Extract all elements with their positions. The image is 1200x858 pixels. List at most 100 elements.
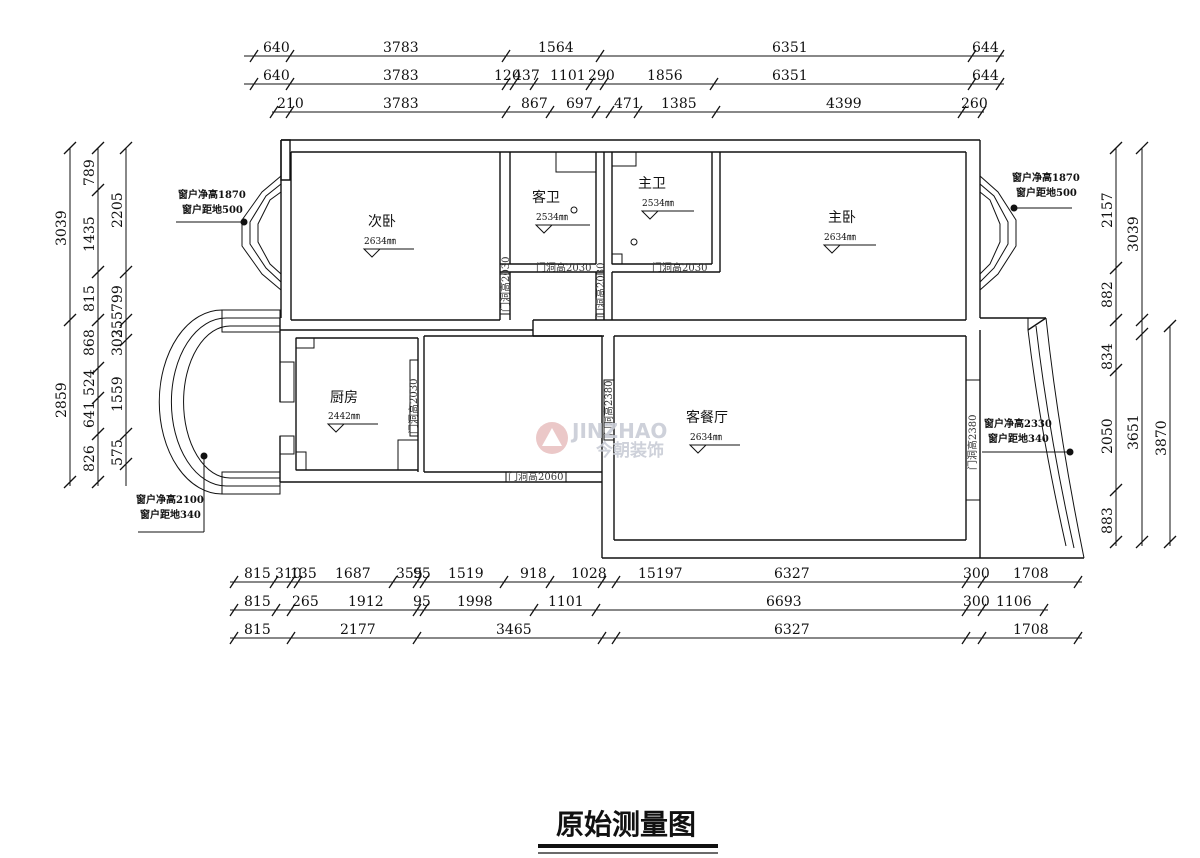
- window-note-1: 窗户净高1870 窗户距地500: [178, 188, 246, 216]
- room-kewei: 客卫 2534㎜: [532, 189, 590, 234]
- watermark-logo-icon: [536, 422, 568, 454]
- room-height: 2534㎜: [536, 213, 568, 223]
- dim-bot3-3: 6327: [774, 622, 810, 638]
- dim-top3-1: 3783: [383, 96, 419, 112]
- window-note-4-line2: 窗户距地340: [988, 432, 1049, 445]
- window-note-3: 窗户净高2100 窗户距地340: [136, 493, 204, 521]
- dim-left3-4: 1559: [110, 376, 126, 412]
- dim-right3-0: 3870: [1154, 420, 1170, 456]
- window-note-4: 窗户净高2330 窗户距地340: [984, 417, 1052, 445]
- door-labels: 门洞高2030 门洞高2030 门洞高2030 门洞高2030 门洞高2030 …: [407, 257, 979, 483]
- walls: [279, 139, 1084, 559]
- dim-bot1-10: 6327: [774, 566, 810, 582]
- window-leaders: [138, 204, 1074, 533]
- window-note-3-line1: 窗户净高2100: [136, 493, 204, 506]
- dim-left1-1: 2859: [54, 382, 70, 418]
- window-note-1-line1: 窗户净高1870: [178, 188, 246, 201]
- dim-top1-2: 1564: [538, 40, 574, 56]
- dim-top1-3: 6351: [772, 40, 808, 56]
- watermark-brand-cn: 今朝装饰: [596, 440, 664, 461]
- dim-bot2-2: 1912: [348, 594, 384, 610]
- window-note-1-line2: 窗户距地500: [182, 203, 243, 216]
- door-label-6: 门洞高2380: [602, 381, 615, 436]
- dim-bot1-1: 310: [275, 566, 302, 582]
- dim-bot1-6: 1519: [448, 566, 484, 582]
- dim-left2-6: 826: [82, 445, 98, 472]
- dim-bot1-12: 1708: [1013, 566, 1049, 582]
- dim-bot2-0: 815: [244, 594, 271, 610]
- room-ciwo: 次卧 2634㎜: [362, 214, 414, 258]
- dim-bot2-3: 95: [413, 594, 431, 610]
- dim-top2-6: 1856: [647, 68, 683, 84]
- dim-bot1-0: 815: [244, 566, 271, 582]
- dim-bot1-4: 355: [396, 566, 423, 582]
- window-note-4-line1: 窗户净高2330: [984, 417, 1052, 430]
- room-name: 客餐厅: [686, 409, 728, 426]
- dim-bot2-5: 1101: [548, 594, 584, 610]
- right-dimensions: 2157 882 834 2050 883 3039 3651 3870: [1100, 141, 1177, 549]
- dim-bot3-1: 2177: [340, 622, 376, 638]
- dim-top2-5: 290: [588, 68, 615, 84]
- dim-left2-5: 641: [82, 401, 98, 428]
- dim-left3-1: 799: [110, 285, 126, 312]
- room-kecanting: 客餐厅 2634㎜: [686, 409, 740, 454]
- dim-top2-0: 640: [263, 68, 290, 84]
- room-zhuwo: 主卧 2634㎜: [822, 210, 876, 254]
- window-note-2: 窗户净高1870 窗户距地500: [1012, 171, 1080, 199]
- dim-top2-3: 437: [513, 68, 540, 84]
- dim-bot3-2: 3465: [496, 622, 532, 638]
- dim-left2-0: 789: [82, 159, 98, 186]
- door-label-4: 门洞高2030: [594, 263, 607, 318]
- room-name: 主卧: [828, 210, 856, 226]
- room-chufang: 厨房 2442㎜: [326, 390, 378, 433]
- dim-left3-0: 2205: [110, 192, 126, 228]
- dim-bot2-1: 265: [292, 594, 319, 610]
- dim-left3-2: 355: [110, 311, 126, 338]
- room-height: 2634㎜: [824, 233, 856, 243]
- dim-top2-7: 6351: [772, 68, 808, 84]
- room-name: 主卫: [638, 176, 666, 192]
- left-dimensions: 3039 2859 789 1435 815 868 524 641 826 2…: [54, 141, 133, 489]
- dim-top3-3: 697: [566, 96, 593, 112]
- dim-bot3-0: 815: [244, 622, 271, 638]
- window-note-2-line2: 窗户距地500: [1016, 186, 1077, 199]
- dim-bot2-4: 1998: [457, 594, 493, 610]
- page-title: 原始测量图: [556, 808, 696, 841]
- dim-bot2-6: 6693: [766, 594, 802, 610]
- dim-top2-8: 644: [972, 68, 999, 84]
- dim-top3-6: 4399: [826, 96, 862, 112]
- dim-right1-1: 882: [1100, 281, 1116, 308]
- door-label-7: 门洞高2060: [508, 470, 563, 483]
- dim-right2-1: 3651: [1126, 414, 1142, 450]
- room-height: 2634㎜: [690, 433, 722, 443]
- door-label-2: 门洞高2030: [652, 261, 707, 274]
- dim-top1-0: 640: [263, 40, 290, 56]
- dim-bot1-2: 135: [290, 566, 317, 582]
- dim-top3-2: 867: [521, 96, 548, 112]
- bottom-dimensions: 815 310 135 1687 355 95 1519 918 1028 15…: [229, 566, 1083, 645]
- door-label-5: 门洞高2030: [407, 379, 420, 434]
- dim-bot1-8: 1028: [571, 566, 607, 582]
- dim-top3-0: 210: [277, 96, 304, 112]
- dim-right1-3: 2050: [1100, 418, 1116, 454]
- dim-top2-1: 3783: [383, 68, 419, 84]
- dim-top1-1: 3783: [383, 40, 419, 56]
- dim-bot2-8: 1106: [996, 594, 1032, 610]
- dim-bot1-3: 1687: [335, 566, 371, 582]
- dim-left3-3: 302: [110, 329, 126, 356]
- dim-left2-3: 868: [82, 329, 98, 356]
- dim-right1-4: 883: [1100, 507, 1116, 534]
- dim-bot1-9: 15197: [638, 566, 683, 582]
- dim-right1-2: 834: [1100, 343, 1116, 370]
- dim-bot2-7: 300: [963, 594, 990, 610]
- dim-top2-4: 1101: [550, 68, 586, 84]
- window-note-3-line2: 窗户距地340: [140, 508, 201, 521]
- dim-bot3-4: 1708: [1013, 622, 1049, 638]
- window-note-2-line1: 窗户净高1870: [1012, 171, 1080, 184]
- door-label-1: 门洞高2030: [536, 261, 591, 274]
- dim-left1-0: 3039: [54, 210, 70, 246]
- dim-bot1-7: 918: [520, 566, 547, 582]
- room-height: 2634㎜: [364, 237, 396, 247]
- room-height: 2534㎜: [642, 199, 674, 209]
